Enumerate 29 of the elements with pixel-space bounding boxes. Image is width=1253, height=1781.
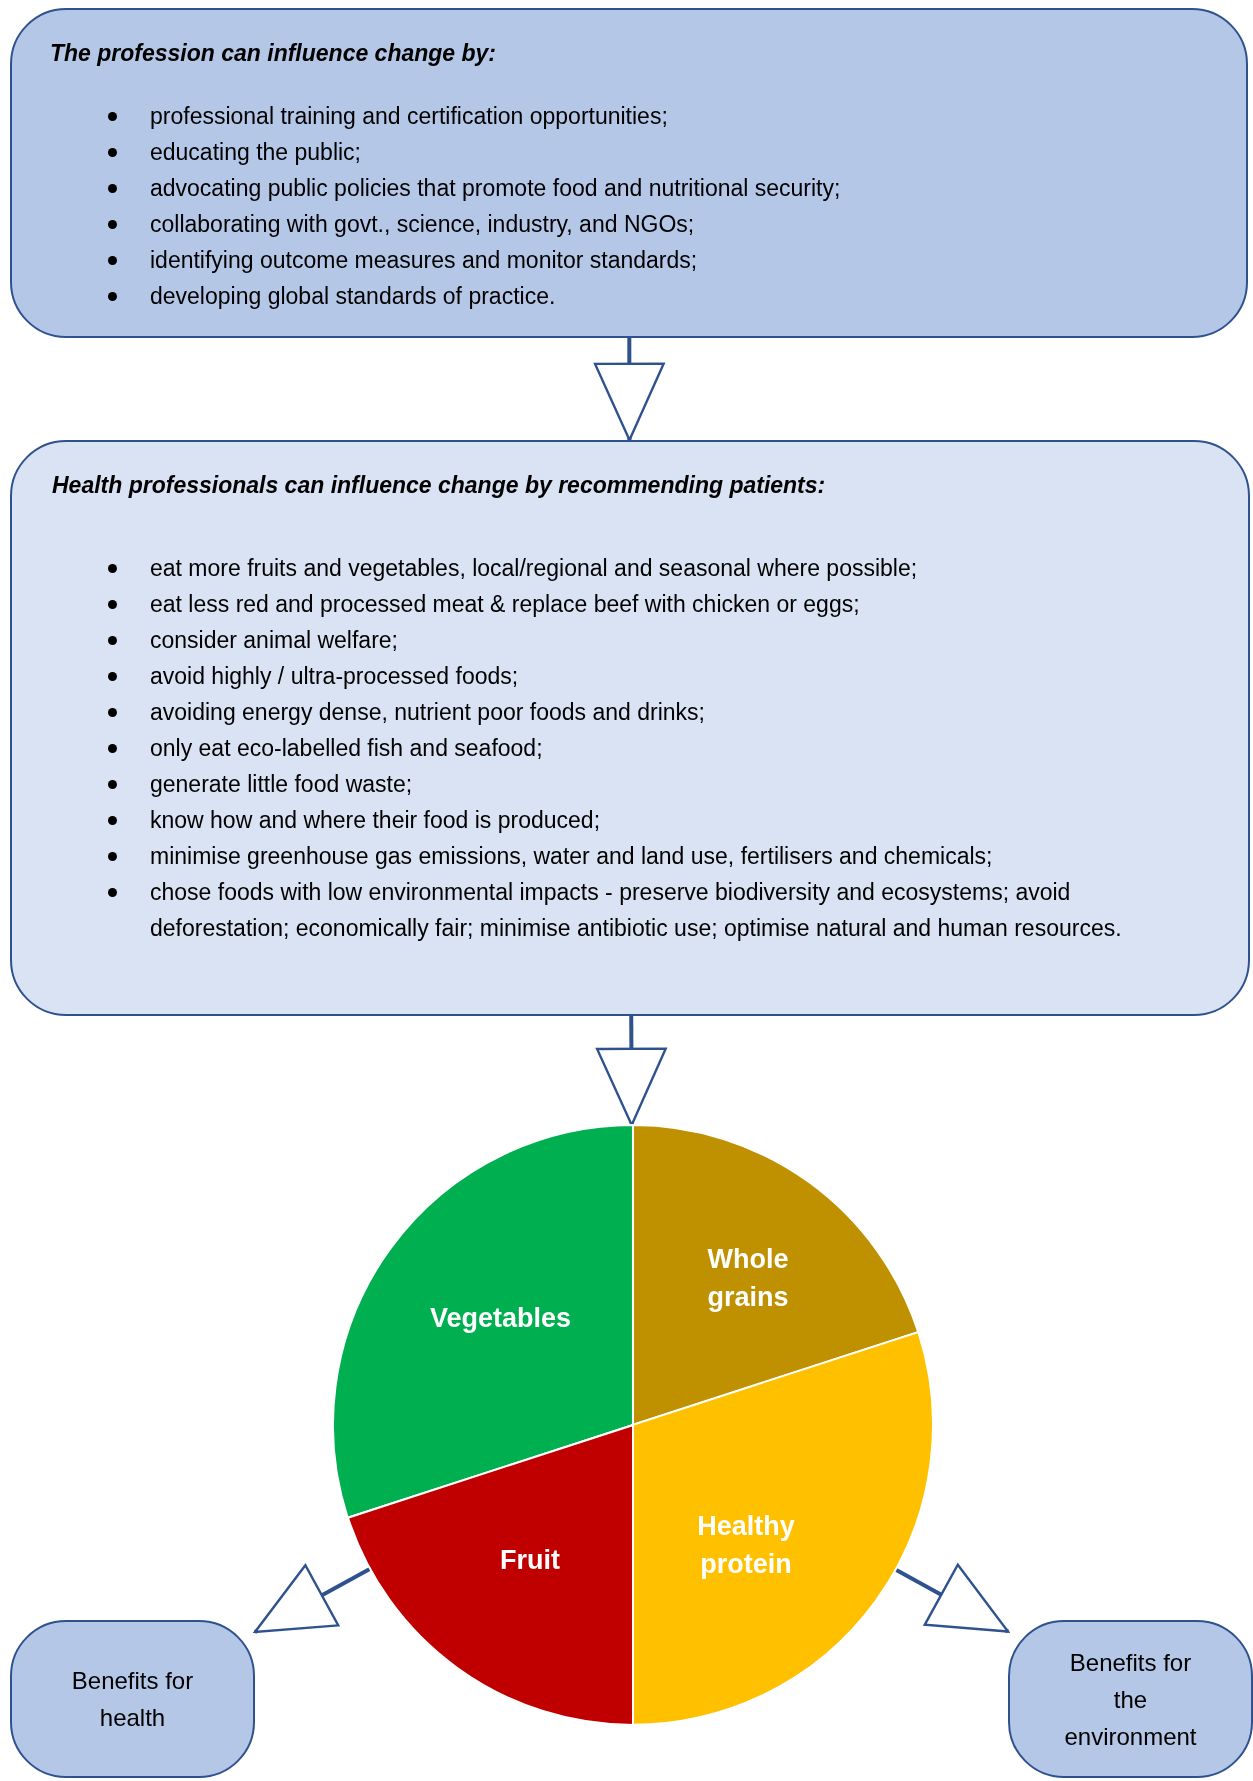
list-item-text: only eat eco-labelled fish and seafood; xyxy=(150,735,543,761)
list-item-text: eat more fruits and vegetables, local/regional and seasonal where possible; xyxy=(150,555,918,581)
segment-label: Fruit xyxy=(499,1544,561,1577)
rounded-box: Benefits for the environment xyxy=(1008,1620,1253,1778)
list-item-text: educating the public; xyxy=(150,139,361,165)
list-item-text: identifying outcome measures and monitor standards; xyxy=(150,247,698,273)
segment-label: Whole grains xyxy=(706,1243,790,1314)
heading: The profession can influence change by: xyxy=(50,40,497,67)
list-item-text: avoiding energy dense, nutrient poor foods and drinks; xyxy=(150,699,705,725)
list-item-text: avoid highly / ultra-processed foods; xyxy=(150,663,519,689)
list-item-text: collaborating with govt., science, industry, and NGOs; xyxy=(150,211,695,237)
list-item-text: advocating public policies that promote food and nutritional security; xyxy=(150,175,841,201)
list-item-text: consider animal welfare; xyxy=(150,627,398,653)
list-item-text: know how and where their food is produced; xyxy=(150,807,601,833)
list-item-text: eat less red and processed meat & replace beef with chicken or eggs; xyxy=(150,591,860,617)
rounded-box: Benefits for health xyxy=(10,1620,255,1778)
list-item-text: generate little food waste; xyxy=(150,771,413,797)
arrow xyxy=(593,338,665,442)
arrow xyxy=(595,1016,667,1127)
rounded-box xyxy=(10,8,1248,338)
rounded-box xyxy=(10,440,1250,1016)
pie-chart xyxy=(333,1125,933,1725)
list-item-text: professional training and certification opportunities; xyxy=(150,103,668,129)
list-item-text: chose foods with low environmental impacts - preserve biodiversity and ecosystems; avoid deforestation; economically fair; minimise antibiotic use; optimise natural and human resources. xyxy=(150,879,1122,941)
segment-label: Healthy protein xyxy=(696,1510,796,1581)
segment-label: Vegetables xyxy=(429,1302,573,1335)
list-item-text: developing global standards of practice. xyxy=(150,283,556,309)
heading: Health professionals can influence change by recommending patients: xyxy=(52,472,826,499)
list-item-text: minimise greenhouse gas emissions, water and land use, fertilisers and chemicals; xyxy=(150,843,993,869)
